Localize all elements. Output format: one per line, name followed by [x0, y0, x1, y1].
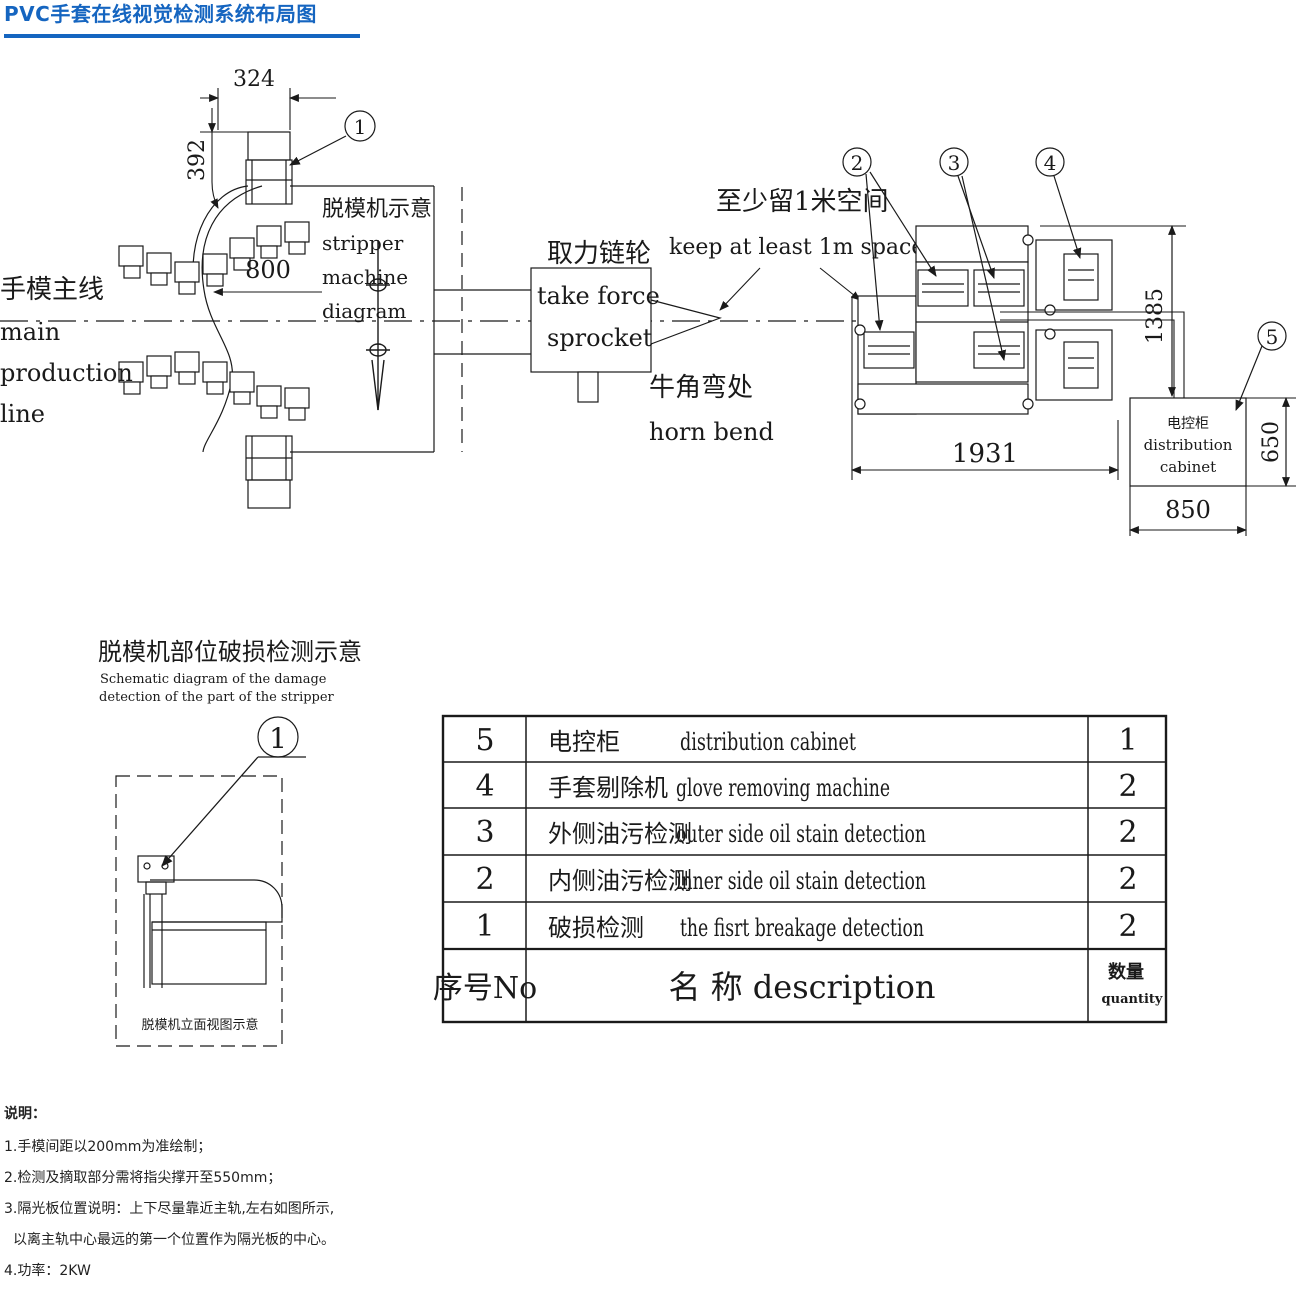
stripper-label-en-2: machine	[322, 265, 408, 289]
table-row-name-zh: 内侧油污检测	[548, 867, 692, 895]
table-row-no: 4	[475, 769, 494, 804]
table-row-no: 3	[475, 815, 494, 850]
sprocket-label-zh: 取力链轮	[547, 239, 651, 269]
table-row-name-zh: 手套剔除机	[548, 774, 668, 802]
title-underline	[4, 34, 360, 38]
dim-324	[200, 88, 336, 130]
callout-1-circle	[344, 110, 376, 142]
table-row-name-zh: 电控柜	[548, 728, 620, 756]
callout-leaders	[865, 171, 1082, 362]
layout-diagram: 324 392 800 1 手模主线 main production line …	[0, 67, 1296, 1047]
detail-leader	[161, 756, 306, 867]
callout-1-label: 1	[354, 115, 367, 139]
callout-5-circle	[1257, 321, 1287, 351]
cabinet-label-en-2: cabinet	[1160, 458, 1216, 476]
dim-650-label: 650	[1259, 421, 1284, 463]
callout-3-label: 3	[948, 151, 961, 175]
note-line: 以离主轨中心最远的第一个位置作为隔光板的中心。	[13, 1232, 335, 1248]
stripper-label-en-3: diagram	[322, 299, 406, 323]
dim-392	[200, 108, 248, 209]
stripper-machine-glyph	[366, 240, 390, 411]
table-row-name-en: the fisrt breakage detection	[680, 914, 924, 942]
main-line-label-en-3: line	[0, 400, 45, 428]
note-line: 4.功率：2KW	[4, 1263, 91, 1279]
space-dimension-arrows	[719, 267, 861, 311]
dim-392-label: 392	[185, 139, 210, 181]
sprocket-box	[434, 267, 722, 403]
callout-5-label: 5	[1266, 325, 1279, 349]
main-line-label-zh: 手模主线	[0, 275, 104, 305]
hand-mould-clamps-lower	[118, 351, 310, 421]
table-header-description: 名 称 description	[668, 968, 935, 1006]
dim-1385-label: 1385	[1143, 288, 1168, 344]
table-row-no: 5	[475, 723, 494, 758]
table-header-qty-zh: 数量	[1108, 961, 1144, 983]
sprocket-label-en-1: take force	[537, 282, 660, 310]
table-row-qty: 2	[1118, 815, 1137, 850]
callout-2-circle	[842, 147, 872, 177]
cabinet-label-en-1: distribution	[1144, 436, 1233, 454]
hand-mould-clamps-upper	[118, 221, 310, 295]
detail-title-en-1: Schematic diagram of the damage	[100, 672, 327, 687]
cabinet-wiring	[1000, 311, 1185, 398]
table-row-name-zh: 破损检测	[548, 914, 644, 942]
detail-title-zh: 脱模机部位破损检测示意	[98, 638, 362, 666]
detail-title-en-2: detection of the part of the stripper	[99, 690, 335, 705]
dim-324-label: 324	[233, 67, 275, 92]
table-row-name-zh: 外侧油污检测	[548, 820, 692, 848]
parts-table-rows: 5 电控柜 distribution cabinet 1 4 手套剔除机 glove rem…	[475, 723, 1137, 944]
breakage-detector-bottom	[245, 435, 293, 509]
table-row-no: 1	[475, 909, 494, 944]
note-line: 3.隔光板位置说明：上下尽量靠近主轨,左右如图所示,	[4, 1201, 335, 1217]
notes-title: 说明：	[4, 1106, 46, 1122]
space-label-zh: 至少留1米空间	[716, 187, 889, 217]
detail-dashed-frame	[115, 775, 283, 1047]
note-line: 2.检测及摘取部分需将指尖撑开至550mm；	[4, 1170, 282, 1186]
callout-1-leader	[289, 135, 347, 166]
dim-850	[1129, 486, 1247, 536]
table-row-name-en: glove removing machine	[676, 774, 890, 802]
table-row-name-en: distribution cabinet	[680, 728, 856, 756]
callout-5-leader	[1235, 345, 1263, 412]
stripper-label-zh: 脱模机示意	[322, 197, 432, 222]
callout-4-label: 4	[1044, 151, 1057, 175]
table-row-name-en: inner side oil stain detection	[676, 867, 926, 895]
dim-1931	[851, 296, 1119, 480]
main-line-label-en-2: production	[0, 359, 133, 387]
table-row-qty: 2	[1118, 909, 1137, 944]
sprocket-label-en-2: sprocket	[547, 324, 653, 352]
space-label-en: keep at least 1m space	[669, 235, 924, 260]
breakage-detector-top	[245, 131, 293, 205]
table-header-qty-en: quantity	[1102, 992, 1163, 1007]
stripper-elevation-drawing	[137, 855, 283, 988]
callout-2-label: 2	[851, 151, 864, 175]
dim-850-label: 850	[1165, 496, 1211, 524]
detail-callout-label: 1	[269, 722, 287, 755]
notes-block: 说明： 1.手模间距以200mm为准绘制； 2.检测及摘取部分需将指尖撑开至55…	[4, 1103, 335, 1292]
table-row-no: 2	[475, 862, 494, 897]
detail-caption: 脱模机立面视图示意	[141, 1017, 258, 1033]
note-line: 1.手模间距以200mm为准绘制；	[4, 1139, 212, 1155]
table-row-qty: 1	[1118, 723, 1137, 758]
horn-label-zh: 牛角弯处	[649, 373, 753, 403]
table-row-qty: 2	[1118, 862, 1137, 897]
stripper-label-en-1: stripper	[322, 231, 404, 255]
callout-4-circle	[1035, 147, 1065, 177]
stripper-frame	[192, 185, 435, 453]
cabinet-label-zh: 电控柜	[1167, 416, 1209, 432]
dim-1931-label: 1931	[952, 439, 1018, 469]
callout-3-circle	[939, 147, 969, 177]
main-line-label-en-1: main	[0, 318, 60, 346]
dim-1385	[1040, 225, 1186, 397]
table-header-no: 序号No	[433, 971, 537, 1006]
page-title: PVC手套在线视觉检测系统布局图	[4, 2, 317, 26]
dim-800-label: 800	[245, 256, 291, 284]
dim-650	[1246, 397, 1296, 487]
horn-label-en: horn bend	[649, 418, 774, 446]
parts-table-grid	[441, 714, 1168, 1024]
distribution-cabinet-box	[1129, 397, 1247, 487]
table-row-qty: 2	[1118, 769, 1137, 804]
table-row-name-en: outer side oil stain detection	[676, 820, 926, 848]
